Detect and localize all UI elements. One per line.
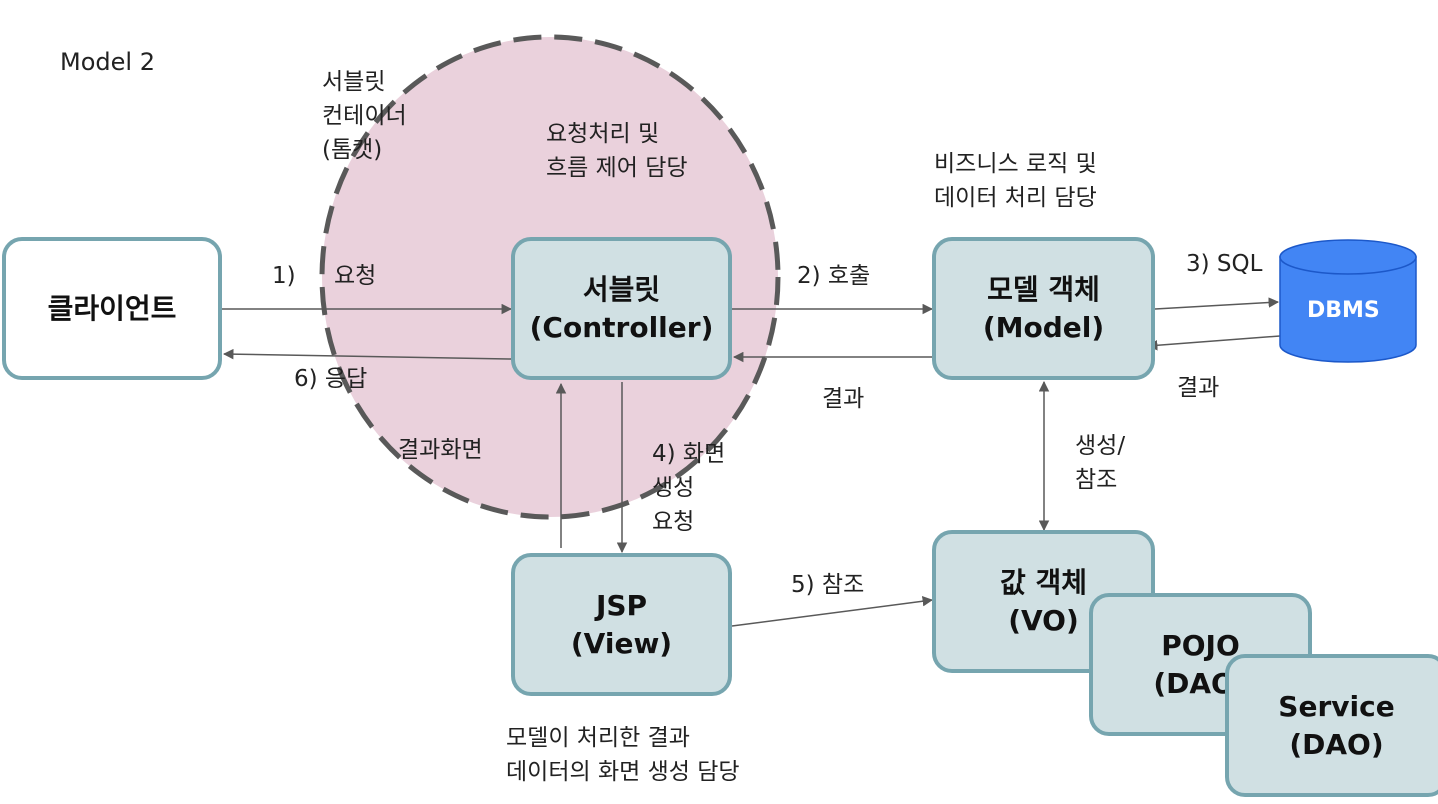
render-label-line1: 4) 화면 (652, 441, 726, 467)
model-box: 모델 객체 (Model) (932, 237, 1155, 380)
pojo-name: POJO (1161, 628, 1240, 662)
service-box: Service (DAO) (1225, 654, 1438, 797)
request-label: 요청 (334, 263, 377, 289)
ref-arrow (731, 596, 934, 627)
container-label-line1: 서블릿 (322, 69, 386, 95)
call-label: 2) 호출 (797, 263, 871, 289)
model-name: 모델 객체 (987, 272, 1100, 306)
model-role-line1: 비즈니스 로직 및 (934, 151, 1097, 177)
controller-name: 서블릿 (582, 272, 661, 306)
create-ref-label-line2: 참조 (1075, 467, 1118, 493)
view-role-line1: 모델이 처리한 결과 (506, 725, 690, 751)
create-ref-label-line1: 생성/ (1075, 433, 1126, 459)
sql-label: 3) SQL (1186, 251, 1263, 277)
service-name: Service (1278, 689, 1395, 723)
dbms-label: DBMS (1307, 298, 1380, 323)
response-label: 6) 응답 (294, 366, 368, 392)
model-sub: (Model) (982, 310, 1105, 344)
client-box: 클라이언트 (2, 237, 222, 380)
container-label-line2: 컨테이너 (322, 103, 407, 129)
render-label-line2: 생성 (652, 475, 695, 501)
sql-arrow (1154, 297, 1280, 310)
ref-label: 5) 참조 (791, 572, 865, 598)
vo-name: 값 객체 (999, 565, 1088, 599)
view-name: JSP (595, 588, 648, 622)
response-arrow (222, 348, 512, 360)
db-result-label: 결과 (1177, 375, 1220, 401)
controller-box: 서블릿 (Controller) (511, 237, 732, 380)
controller-sub: (Controller) (529, 310, 714, 344)
diagram-title: Model 2 (60, 48, 155, 76)
container-label-line3: (톰캣) (322, 137, 383, 163)
view-role-line2: 데이터의 화면 생성 담당 (506, 759, 740, 785)
client-label: 클라이언트 (47, 291, 177, 325)
view-sub: (View) (570, 626, 673, 660)
controller-role-line1: 요청처리 및 (546, 121, 660, 147)
model-result-label: 결과 (822, 386, 865, 412)
controller-role-line2: 흐름 제어 담당 (546, 155, 688, 181)
dbms-cylinder (1279, 239, 1417, 363)
result-screen-label: 결과화면 (398, 437, 483, 463)
render-label-line3: 요청 (652, 509, 695, 535)
model-role-line2: 데이터 처리 담당 (934, 185, 1097, 211)
view-box: JSP (View) (511, 553, 732, 696)
service-sub: (DAO) (1289, 727, 1384, 761)
vo-sub: (VO) (1008, 603, 1079, 637)
db-result-arrow (1146, 335, 1281, 351)
request-number-label: 1) (272, 263, 296, 289)
